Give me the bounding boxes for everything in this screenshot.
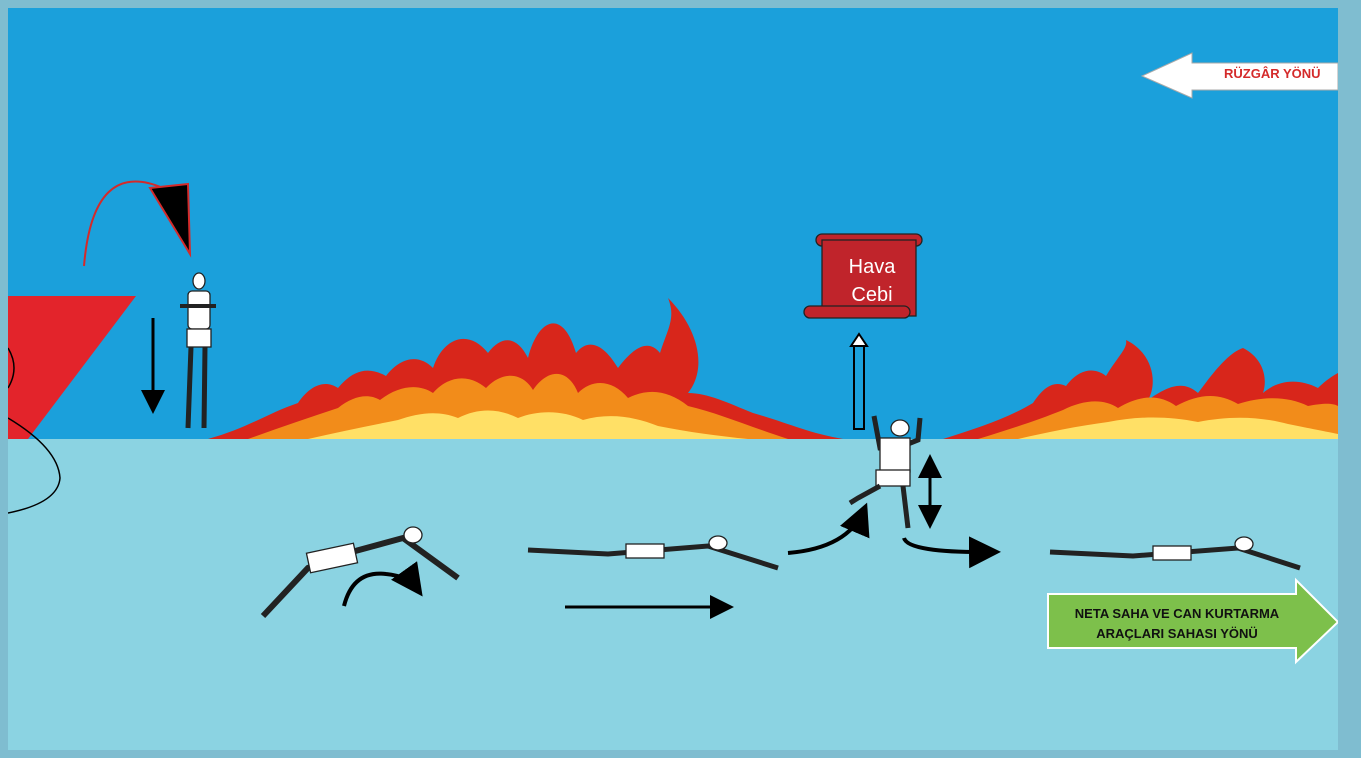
fire-flames-left: [208, 298, 843, 439]
surfacing-person-figure: [850, 416, 920, 528]
safe-area-label-line-2: ARAÇLARI SAHASI YÖNÜ: [1052, 624, 1302, 644]
diagram-scene: RÜZGÂR YÖNÜ Hava Cebi NETA SAHA VE CAN K…: [8, 8, 1338, 750]
safe-area-label-line-1: NETA SAHA VE CAN KURTARMA: [1052, 604, 1302, 624]
diving-person-figure: [263, 527, 458, 616]
swimmer-figure-2: [1050, 537, 1300, 568]
swimmer-figure-1: [528, 536, 778, 568]
dive-again-arrow: [904, 538, 993, 552]
ship-hull: [8, 296, 136, 513]
safe-area-label: NETA SAHA VE CAN KURTARMA ARAÇLARI SAHAS…: [1052, 604, 1302, 644]
dive-rotation-arrow: [344, 574, 418, 606]
wind-direction-label: RÜZGÂR YÖNÜ: [1224, 66, 1321, 81]
air-pocket-label-line-1: Hava: [822, 253, 922, 281]
surface-curve-arrow: [788, 510, 864, 553]
standing-person-figure: [180, 273, 216, 428]
air-pocket-up-arrow: [851, 334, 867, 429]
air-pocket-label-line-2: Cebi: [822, 281, 922, 309]
fire-flames-right: [943, 340, 1338, 439]
air-pocket-label: Hava Cebi: [822, 253, 922, 309]
jump-arc-arrow: [84, 181, 190, 266]
